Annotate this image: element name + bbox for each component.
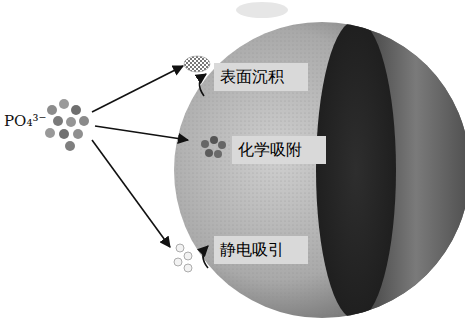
mechanism-patch: 静电吸引 bbox=[214, 236, 308, 264]
adsorbed-dots bbox=[201, 136, 226, 158]
fuzzy-mark bbox=[236, 2, 288, 18]
phosphate-dots bbox=[45, 99, 89, 151]
mechanism-label: 表面沉积 bbox=[220, 67, 302, 86]
attracted-dots bbox=[174, 244, 192, 272]
surface-deposit bbox=[184, 56, 210, 72]
arrows bbox=[92, 66, 188, 247]
mechanism-patch: 化学吸附 bbox=[232, 136, 326, 164]
curved-arrows bbox=[199, 74, 208, 268]
mechanism-patch: 表面沉积 bbox=[214, 63, 308, 91]
ion-label: PO₄³⁻ bbox=[4, 112, 46, 130]
sphere-cut-face bbox=[316, 20, 396, 320]
mechanism-label: 静电吸引 bbox=[220, 240, 302, 259]
mechanism-label: 化学吸附 bbox=[238, 140, 320, 159]
